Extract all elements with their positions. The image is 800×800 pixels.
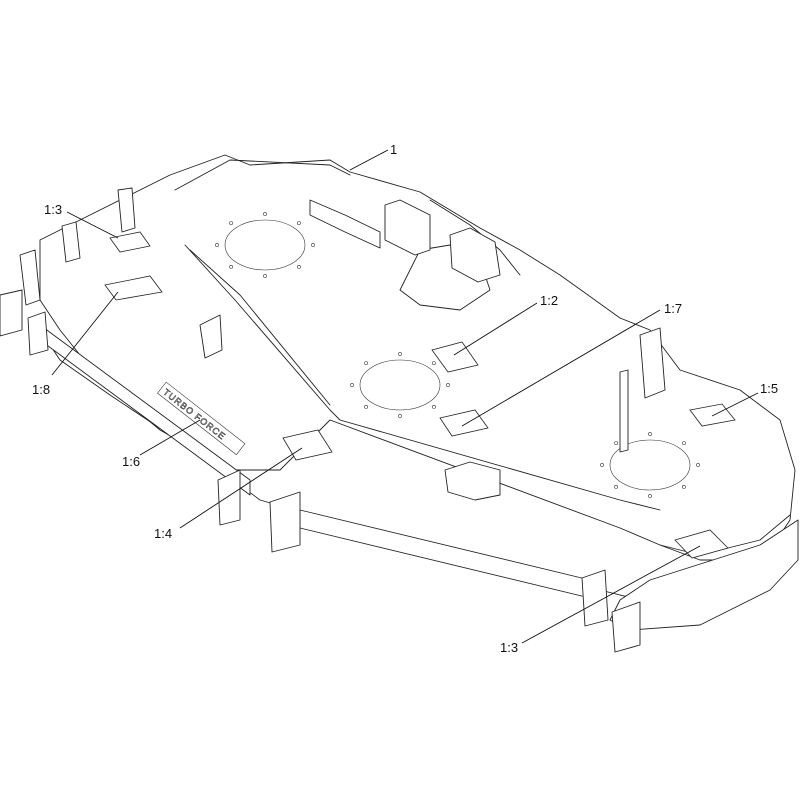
leader-1-3-top (66, 211, 119, 239)
decal-1-7 (439, 409, 489, 437)
bolt-hole (600, 463, 604, 467)
bolt-hole (614, 441, 619, 446)
leader-1-7 (461, 309, 661, 427)
leader-1-5 (711, 392, 759, 417)
bolt-hole (431, 361, 436, 366)
bolt-hole (696, 463, 700, 467)
bolt-hole (398, 414, 402, 418)
leader-1-4 (179, 447, 303, 529)
mounting-brackets (0, 187, 666, 653)
bolt-hole (446, 383, 450, 387)
callout-1-2: 1:2 (540, 293, 558, 308)
bolt-hole (311, 243, 315, 247)
decal-1-3-top (109, 231, 151, 253)
leader-1-6 (139, 419, 201, 456)
bolt-hole (648, 432, 652, 436)
callout-1-5: 1:5 (760, 381, 778, 396)
bolt-hole (364, 404, 369, 409)
left-spindle-opening (224, 219, 306, 271)
right-spindle-opening (609, 439, 691, 491)
bolt-hole (648, 494, 652, 498)
bolt-hole (682, 441, 686, 446)
bolt-hole (398, 352, 402, 356)
bolt-hole (614, 484, 619, 489)
callout-labels: 1 1:3 1:8 1:2 1:7 1:5 1:6 1:4 1:3 (32, 142, 778, 655)
callout-1-8: 1:8 (32, 382, 50, 397)
leader-1-8 (51, 291, 119, 376)
callout-1-7: 1:7 (664, 301, 682, 316)
leader-1-2 (453, 302, 538, 356)
bolt-hole (263, 274, 267, 278)
bolt-hole (350, 383, 354, 387)
callout-1-3-top: 1:3 (44, 202, 62, 217)
decal-1-2 (431, 341, 479, 373)
center-spindle-opening (359, 359, 441, 411)
callout-1-3-bottom: 1:3 (500, 640, 518, 655)
bolt-hole (296, 264, 301, 269)
callout-1-6: 1:6 (122, 454, 140, 469)
bolt-hole (431, 404, 436, 409)
callout-1-4: 1:4 (154, 526, 172, 541)
decal-1-3-bottom (674, 529, 729, 559)
bolt-hole (364, 361, 369, 366)
bolt-hole (263, 212, 267, 216)
spindle-openings (224, 219, 691, 491)
bolt-hole (229, 221, 234, 226)
bolt-hole (215, 243, 219, 247)
decal-1-8 (104, 275, 163, 301)
bolt-hole (296, 221, 301, 226)
bolt-hole (682, 484, 686, 489)
leader-lines (51, 149, 759, 644)
leader-1 (349, 149, 389, 171)
leader-1-3-bottom (521, 545, 701, 644)
callout-1: 1 (390, 142, 397, 157)
decal-1-5 (689, 403, 736, 427)
bolt-holes (215, 212, 700, 498)
bolt-hole (229, 264, 234, 269)
